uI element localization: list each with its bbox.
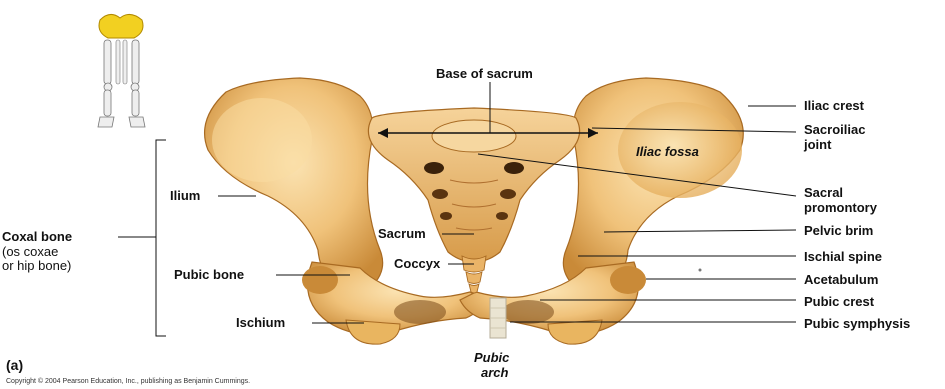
panel-label: (a) — [6, 358, 23, 373]
label-coxal-bone-3: or hip bone) — [2, 258, 71, 273]
label-ischium: Ischium — [236, 315, 285, 330]
skeleton-thumbnail-icon — [98, 14, 145, 127]
label-iliac-crest: Iliac crest — [804, 98, 864, 113]
label-sacroiliac-joint-1: Sacroiliac — [804, 122, 865, 137]
label-sacral-promontory-2: promontory — [804, 200, 877, 215]
label-pelvic-brim: Pelvic brim — [804, 223, 873, 238]
label-sacral-promontory-1: Sacral — [804, 185, 843, 200]
copyright-text: Copyright © 2004 Pearson Education, Inc.… — [6, 378, 250, 385]
coccyx-shape — [462, 256, 486, 293]
label-pubic-symphysis: Pubic symphysis — [804, 316, 910, 331]
label-iliac-fossa: Iliac fossa — [636, 144, 699, 159]
label-coxal-bone-1: Coxal bone — [2, 229, 72, 244]
label-sacrum: Sacrum — [378, 226, 426, 241]
label-sacroiliac-joint-2: joint — [804, 137, 831, 152]
label-pubic-bone: Pubic bone — [174, 267, 244, 282]
label-coxal-bone-2: (os coxae — [2, 244, 58, 259]
label-pubic-crest: Pubic crest — [804, 294, 874, 309]
label-acetabulum: Acetabulum — [804, 272, 878, 287]
label-pubic-arch-2: arch — [481, 365, 508, 380]
label-ischial-spine: Ischial spine — [804, 249, 882, 264]
label-ilium: Ilium — [170, 188, 200, 203]
label-pubic-arch-1: Pubic — [474, 350, 509, 365]
label-coccyx: Coccyx — [394, 256, 440, 271]
label-base-of-sacrum: Base of sacrum — [436, 66, 533, 81]
